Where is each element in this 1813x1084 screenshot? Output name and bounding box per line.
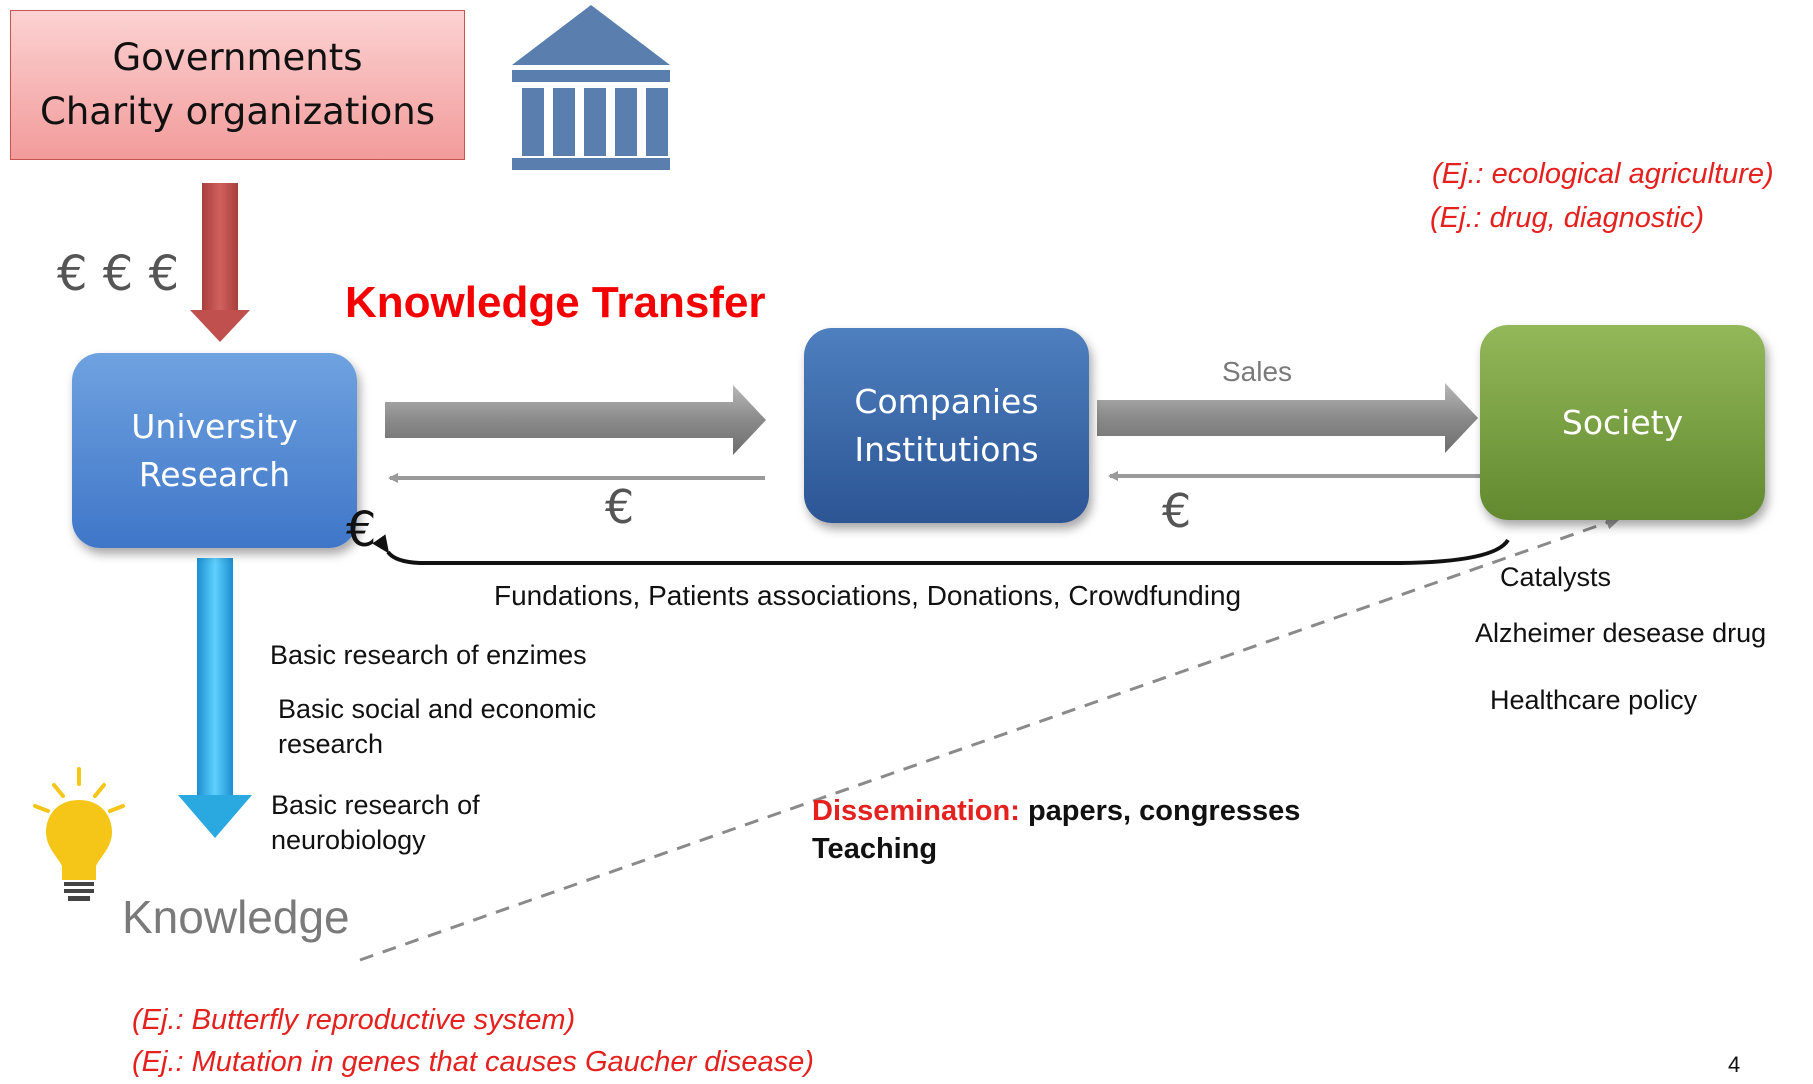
society-example-1: (Ej.: ecological agriculture) xyxy=(1432,158,1774,190)
output-healthcare-policy: Healthcare policy xyxy=(1490,685,1698,715)
dissemination-label: Dissemination xyxy=(812,795,1011,827)
knowledge-example-1: (Ej.: Butterfly reproductive system) xyxy=(132,1004,576,1036)
companies-node: Companies Institutions xyxy=(804,328,1089,523)
research-label: Research xyxy=(138,454,291,494)
euro-companies-label: € xyxy=(605,480,635,534)
dissemination-channels: papers, congresses xyxy=(1019,795,1301,827)
euro-return-label: € xyxy=(346,502,377,558)
donations-arrow xyxy=(372,534,1510,565)
basic-research-enzimes: Basic research of enzimes xyxy=(270,640,587,670)
knowledge-transfer-title: Knowledge Transfer xyxy=(345,278,766,327)
sales-label: Sales xyxy=(1222,356,1293,387)
charity-label: Charity organizations xyxy=(40,90,435,133)
sales-arrow xyxy=(1097,383,1478,453)
funding-down-arrow xyxy=(190,183,250,342)
knowledge-down-arrow xyxy=(178,558,252,838)
society-node: Society xyxy=(1480,325,1765,520)
basic-research-social-line2: research xyxy=(278,729,384,760)
transfer-arrow xyxy=(385,385,766,455)
institutions-label: Institutions xyxy=(854,429,1039,469)
basic-research-neurobiology: Basic research of neurobiology xyxy=(271,788,480,858)
euro-funding-label: € € € xyxy=(57,246,180,302)
output-catalysts: Catalysts xyxy=(1500,562,1612,592)
dissemination-text: Dissemination: papers, congresses Teachi… xyxy=(812,793,1300,868)
knowledge-example-2: (Ej.: Mutation in genes that causes Gauc… xyxy=(132,1046,814,1078)
lightbulb-icon xyxy=(33,767,125,901)
dissemination-colon: : xyxy=(1010,795,1020,827)
dissemination-teaching: Teaching xyxy=(812,832,938,865)
governments-box: Governments Charity organizations xyxy=(10,10,465,160)
bank-icon xyxy=(512,5,670,170)
basic-research-neurobiology-line1: Basic research of xyxy=(271,790,480,820)
companies-label: Companies xyxy=(854,381,1039,421)
governments-label: Governments xyxy=(112,36,363,80)
basic-research-social-line1: Basic social and economic xyxy=(278,694,597,724)
university-research-node: University Research xyxy=(72,353,357,548)
society-example-2: (Ej.: drug, diagnostic) xyxy=(1430,202,1705,234)
dissemination-line1: Dissemination: papers, congresses xyxy=(812,793,1300,831)
university-label: University xyxy=(131,406,298,446)
society-label: Society xyxy=(1561,402,1684,442)
dissemination-dashed-arrow xyxy=(359,516,1622,962)
basic-research-neurobiology-line2: neurobiology xyxy=(271,825,426,856)
page-number: 4 xyxy=(1728,1052,1741,1077)
output-alzheimer-drug: Alzheimer desease drug xyxy=(1475,618,1767,648)
funding-sources-label: Fundations, Patients associations, Donat… xyxy=(494,580,1242,611)
euro-society-label: € xyxy=(1162,484,1192,538)
basic-research-social: Basic social and economic research xyxy=(278,692,596,762)
knowledge-label: Knowledge xyxy=(122,891,350,943)
